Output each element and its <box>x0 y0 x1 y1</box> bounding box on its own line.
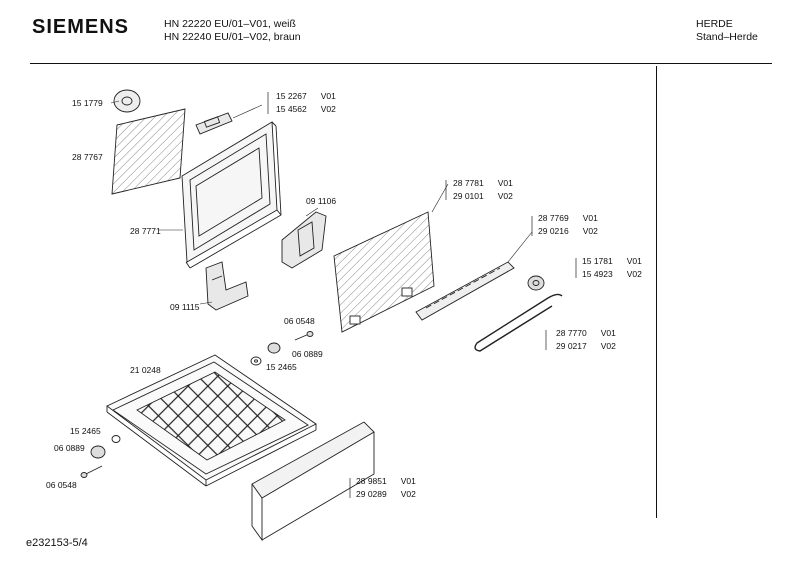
label-part-20: 15 2465 <box>70 426 101 436</box>
label-part-6: 09 1106 <box>306 196 337 206</box>
hinge-clip <box>195 112 233 135</box>
door-rail <box>415 261 515 321</box>
brand-logo: SIEMENS <box>32 16 130 38</box>
label-part-16: 15 2465 <box>266 362 297 372</box>
nut-centre <box>267 342 281 354</box>
side-divider <box>656 66 657 518</box>
label-part-2: 28 7767 <box>72 152 103 162</box>
category-line-2: Stand–Herde <box>696 31 758 43</box>
washer-left <box>111 435 121 443</box>
category-line-1: HERDE <box>696 18 733 30</box>
label-part-7: 09 1115 <box>170 302 200 312</box>
label-part-21: 06 0889 <box>54 443 85 453</box>
nut-left <box>90 445 106 459</box>
handle-knob <box>527 275 545 291</box>
label-part-17: 21 0248 <box>130 365 161 375</box>
label-part-15: 06 0889 <box>292 349 323 359</box>
screw-centre <box>294 333 310 341</box>
model-line-1: HN 22220 EU/01–V01, weiß <box>164 18 296 30</box>
document-id: e232153-5/4 <box>26 537 88 549</box>
header-rule <box>30 63 772 64</box>
screw-left <box>85 465 103 475</box>
door-hinge-right <box>281 211 327 269</box>
label-part-1: 15 1779 <box>72 98 103 108</box>
label-part-14: 06 0548 <box>284 316 315 326</box>
model-line-2: HN 22240 EU/01–V02, braun <box>164 31 301 43</box>
door-hinge-left <box>205 261 249 311</box>
outer-glass-pane <box>333 211 435 333</box>
knob-disc <box>113 89 141 113</box>
washer-centre <box>250 356 262 366</box>
label-part-22: 06 0548 <box>46 480 77 490</box>
door-handle <box>474 293 563 352</box>
label-part-5: 28 7771 <box>130 226 161 236</box>
inner-glass-pane <box>111 108 186 195</box>
